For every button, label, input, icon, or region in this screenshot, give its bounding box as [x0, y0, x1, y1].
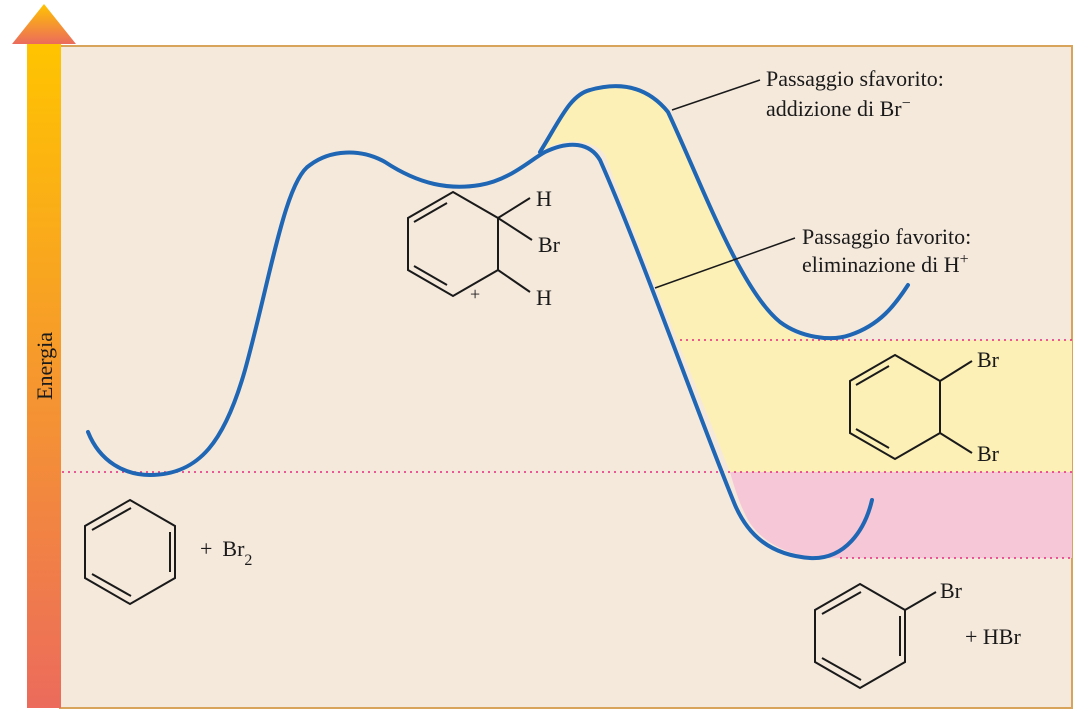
reactant-subscript: 2 [244, 552, 252, 569]
addition-product-br-bottom: Br [977, 441, 1000, 466]
unfavored-step-desc: addizione di Br− [766, 95, 911, 122]
favored-step-desc-sup: + [960, 251, 969, 268]
intermediate-charge: + [470, 284, 480, 304]
arenium-ion-structure [407, 190, 533, 298]
unfavored-step-desc-main: addizione di Br [766, 96, 902, 121]
benzene-structure [84, 498, 176, 606]
favored-leader-line [654, 237, 796, 289]
favored-step-desc-main: eliminazione di H [802, 252, 960, 277]
unfavored-step-title: Passaggio sfavorito: [766, 66, 944, 91]
unfavored-step-desc-sup: − [902, 95, 911, 112]
energy-axis-arrowhead [12, 4, 76, 44]
bromobenzene-structure [814, 582, 937, 690]
energy-axis-label: Energia [32, 332, 57, 400]
favored-step-desc: eliminazione di H+ [802, 251, 969, 278]
reactant-br: Br [222, 536, 245, 561]
addition-product-br-top: Br [977, 347, 1000, 372]
intermediate-br: Br [538, 232, 561, 257]
intermediate-h-top: H [536, 186, 552, 211]
substitution-product-br: Br [940, 578, 963, 603]
reactant-plus: + [200, 536, 212, 561]
favored-product-band [730, 472, 1072, 559]
unfavored-pathway-band [540, 86, 1072, 472]
addition-product-structure [849, 353, 973, 461]
substitution-byproduct: + HBr [965, 624, 1021, 649]
energy-axis: Energia [12, 4, 76, 708]
favored-pathway-curve [86, 142, 874, 561]
unfavored-leader-line [671, 79, 761, 111]
energy-axis-shaft [27, 44, 61, 708]
intermediate-h-bottom: H [536, 285, 552, 310]
unfavored-pathway-curve [538, 84, 910, 341]
favored-step-title: Passaggio favorito: [802, 224, 971, 249]
reactant-label: + Br2 [200, 536, 252, 569]
